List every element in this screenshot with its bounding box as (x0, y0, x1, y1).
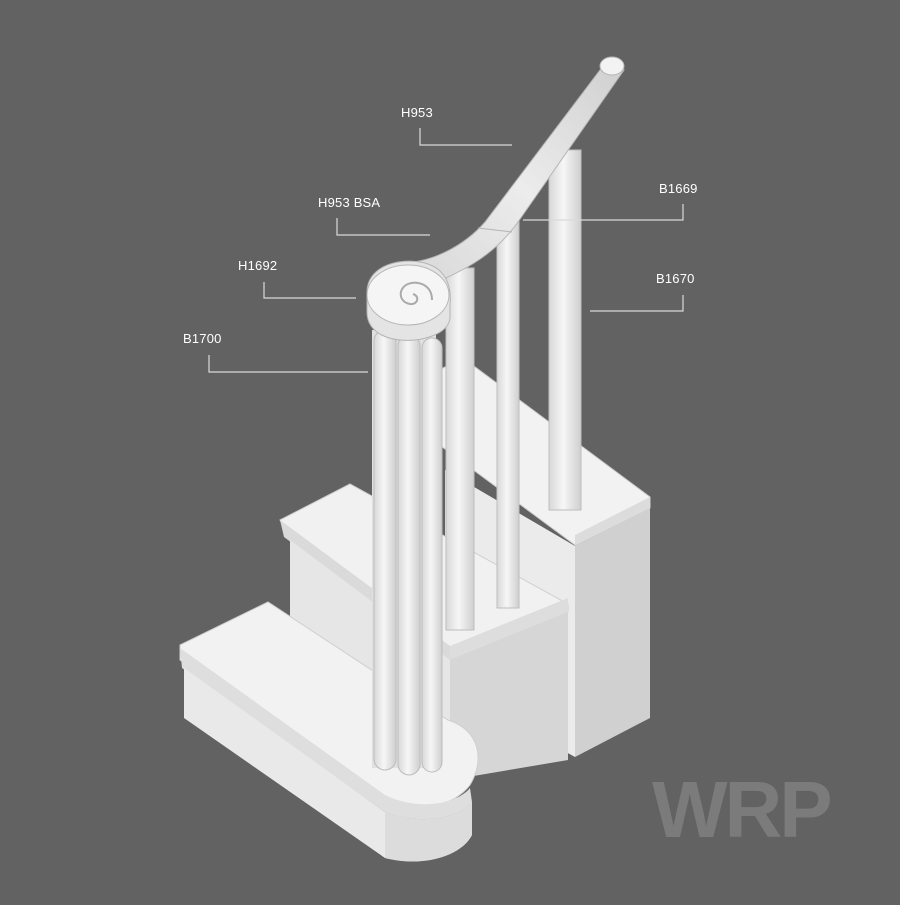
handrail (397, 56, 625, 293)
label-h1692: H1692 (238, 258, 278, 273)
leader-lines (208, 128, 684, 373)
easing-joint (477, 227, 513, 233)
upper-step-nosing-side (575, 497, 650, 546)
upper-step-side (575, 508, 650, 757)
baluster-2 (496, 209, 520, 609)
leader-b1669 (523, 204, 684, 221)
handrail-end (599, 56, 625, 76)
label-h953: H953 (401, 105, 433, 120)
label-b1669: B1669 (659, 181, 698, 196)
newel-post-b1700 (372, 329, 443, 776)
balusters (445, 149, 582, 631)
label-b1670: B1670 (656, 271, 695, 286)
leader-h953-bsa (336, 218, 430, 236)
baluster-3 (548, 149, 582, 511)
leader-h953 (419, 128, 512, 146)
volute-cap (366, 264, 450, 326)
newel-column-1 (373, 329, 397, 771)
bottom-step-bullnose-end (385, 802, 472, 862)
label-h953-bsa: H953 BSA (318, 195, 381, 210)
wrp-watermark: WRP (652, 765, 833, 854)
leader-b1670 (590, 295, 684, 312)
leader-b1700 (208, 355, 368, 373)
middle-step-side (450, 612, 568, 780)
baluster-1 (445, 267, 475, 631)
volute-h1692 (366, 260, 451, 341)
volute-scroll (399, 281, 433, 306)
middle-step-nosing-side (450, 598, 568, 660)
leader-h1692 (263, 282, 356, 299)
newel-column-3 (421, 337, 443, 773)
label-b1700: B1700 (183, 331, 222, 346)
newel-column-2 (397, 334, 421, 776)
